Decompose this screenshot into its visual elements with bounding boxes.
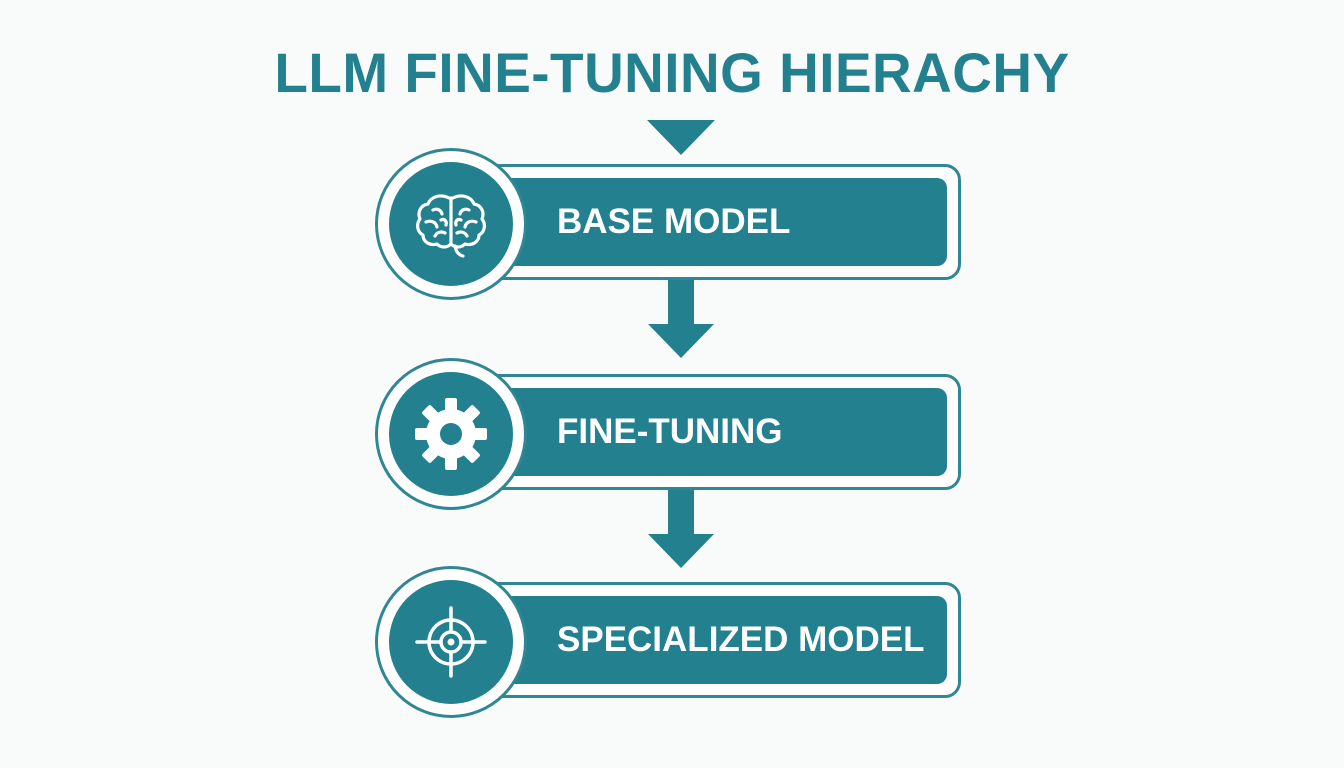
- connector-arrow-1: [648, 280, 714, 360]
- arrow-head: [648, 534, 714, 568]
- step-label: SPECIALIZED MODEL: [557, 620, 925, 659]
- connector-arrow-2: [648, 490, 714, 570]
- title-arrow-down: [647, 120, 715, 155]
- arrow-head: [648, 324, 714, 358]
- step-base-model: BASE MODEL: [375, 148, 961, 300]
- step-bar: [455, 596, 947, 684]
- step-bar: [455, 178, 947, 266]
- arrow-shaft: [668, 490, 694, 538]
- step-specialized-model: SPECIALIZED MODEL: [375, 566, 961, 718]
- step-bar: [455, 388, 947, 476]
- step-fine-tuning: FINE-TUNING: [375, 358, 961, 510]
- target-icon: [415, 606, 487, 678]
- brain-icon: [416, 194, 486, 258]
- gear-icon: [415, 398, 487, 470]
- step-label: FINE-TUNING: [557, 412, 783, 451]
- step-label: BASE MODEL: [557, 202, 791, 241]
- arrow-shaft: [668, 280, 694, 328]
- diagram-title: LLM FINE-TUNING HIERACHY: [274, 41, 1070, 104]
